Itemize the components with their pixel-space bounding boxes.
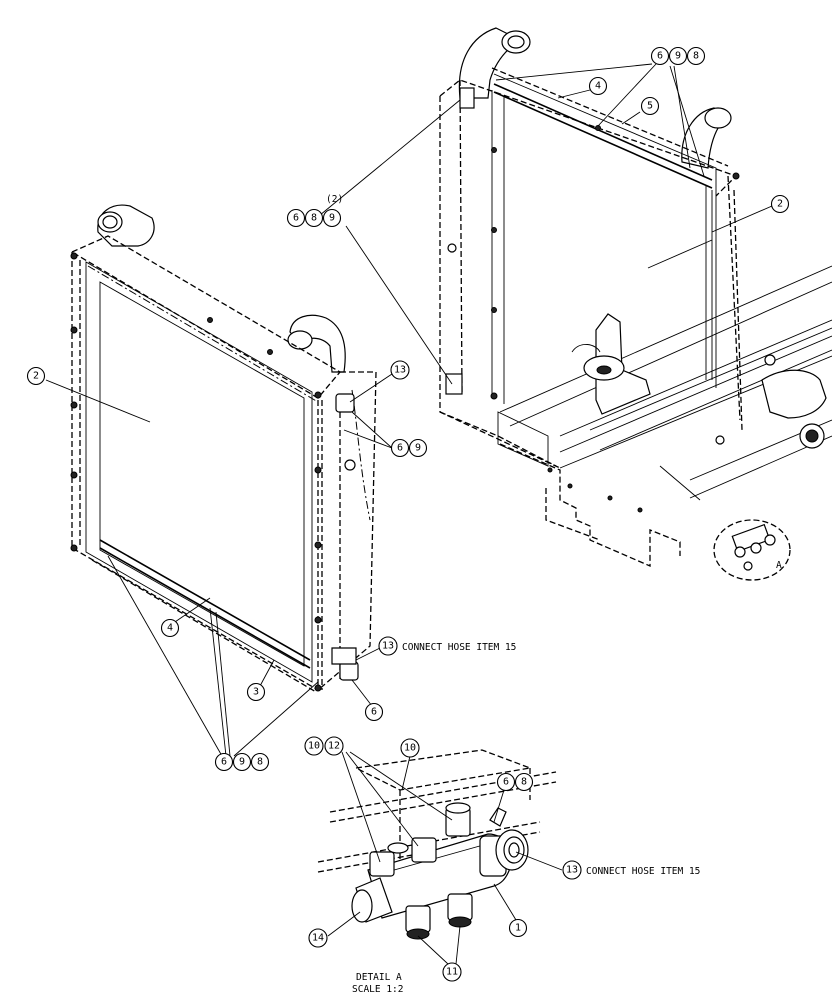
svg-text:11: 11 xyxy=(446,967,458,978)
svg-text:8: 8 xyxy=(257,757,263,768)
svg-text:9: 9 xyxy=(415,443,421,454)
callout-10-b: 10 xyxy=(400,738,420,758)
callout-11: 11 xyxy=(442,962,462,982)
callout-6-top: 6 xyxy=(650,46,670,66)
svg-text:13: 13 xyxy=(382,641,394,652)
detail-a-boundary xyxy=(713,519,791,581)
svg-text:9: 9 xyxy=(675,51,681,62)
callout-8-top: 8 xyxy=(686,46,706,66)
callout-6-lower: 6 xyxy=(364,702,384,722)
callout-13-lower: 13 xyxy=(378,636,398,656)
connect-hose-note-1: CONNECT HOSE ITEM 15 xyxy=(402,642,516,653)
svg-text:5: 5 xyxy=(647,101,653,112)
left-radiator xyxy=(70,204,377,693)
callout-6-bot: 6 xyxy=(214,752,234,772)
svg-text:6: 6 xyxy=(503,777,509,788)
connect-hose-note-2: CONNECT HOSE ITEM 15 xyxy=(586,866,700,877)
svg-text:1: 1 xyxy=(515,923,521,934)
svg-text:4: 4 xyxy=(167,623,173,634)
svg-text:10: 10 xyxy=(404,743,416,754)
detail-scale: SCALE 1:2 xyxy=(352,984,403,995)
svg-text:3: 3 xyxy=(253,687,259,698)
detail-title: DETAIL A xyxy=(356,972,402,983)
callout-2-left: 2 xyxy=(26,366,46,386)
svg-text:9: 9 xyxy=(329,213,335,224)
callout-9-mid: 9 xyxy=(322,208,342,228)
callout-6-detail: 6 xyxy=(496,772,516,792)
callout-8-bot: 8 xyxy=(250,752,270,772)
callout-13-left: 13 xyxy=(390,360,410,380)
svg-text:2: 2 xyxy=(33,371,39,382)
callout-3-bottom: 3 xyxy=(246,682,266,702)
callout-1: 1 xyxy=(508,918,528,938)
callout-6-side: 6 xyxy=(390,438,410,458)
leader-lines xyxy=(45,63,773,965)
quantity-label: (2) xyxy=(326,194,343,205)
callout-8-detail: 8 xyxy=(514,772,534,792)
callout-10-a: 10 xyxy=(304,736,324,756)
callout-9-bot: 9 xyxy=(232,752,252,772)
svg-text:12: 12 xyxy=(328,741,340,752)
svg-text:13: 13 xyxy=(394,365,406,376)
svg-text:6: 6 xyxy=(397,443,403,454)
svg-text:2: 2 xyxy=(777,199,783,210)
svg-text:6: 6 xyxy=(293,213,299,224)
callout-6-mid: 6 xyxy=(286,208,306,228)
callout-2-right: 2 xyxy=(770,194,790,214)
callout-4-top: 4 xyxy=(588,76,608,96)
svg-text:13: 13 xyxy=(566,865,578,876)
detail-ref-letter: A xyxy=(776,560,782,571)
callout-9-side: 9 xyxy=(408,438,428,458)
svg-text:6: 6 xyxy=(221,757,227,768)
right-radiator xyxy=(439,27,832,581)
callout-4-bottom: 4 xyxy=(160,618,180,638)
callout-9-top: 9 xyxy=(668,46,688,66)
svg-text:9: 9 xyxy=(239,757,245,768)
svg-text:10: 10 xyxy=(308,741,320,752)
svg-text:4: 4 xyxy=(595,81,601,92)
svg-text:14: 14 xyxy=(312,933,324,944)
callout-8-mid: 8 xyxy=(304,208,324,228)
callout-14: 14 xyxy=(308,928,328,948)
svg-text:6: 6 xyxy=(657,51,663,62)
svg-text:8: 8 xyxy=(311,213,317,224)
svg-text:6: 6 xyxy=(371,707,377,718)
callout-5-top: 5 xyxy=(640,96,660,116)
callout-12: 12 xyxy=(324,736,344,756)
svg-text:8: 8 xyxy=(521,777,527,788)
callout-13-detail: 13 xyxy=(562,860,582,880)
svg-text:8: 8 xyxy=(693,51,699,62)
